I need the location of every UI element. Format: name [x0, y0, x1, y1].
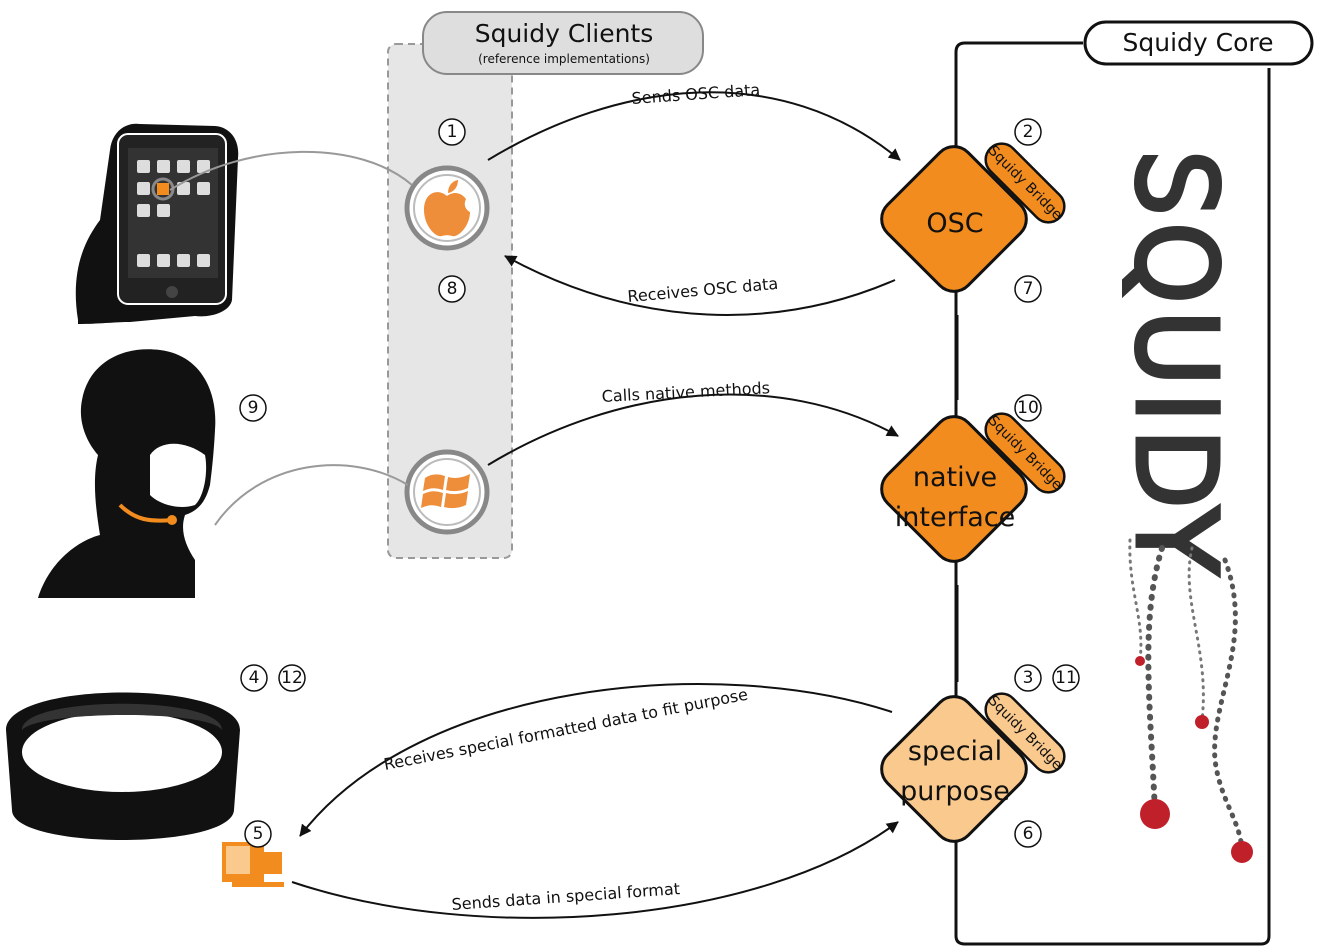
step-11: 11	[1055, 668, 1077, 688]
arrow-calls-native	[487, 393, 899, 466]
step-10: 10	[1017, 398, 1039, 418]
step-4: 4	[249, 668, 260, 688]
special-diamond	[880, 695, 1028, 843]
person-connector-line	[214, 464, 409, 526]
label-sends-special: Sends data in special format	[451, 879, 681, 914]
red-dot-large	[1140, 799, 1170, 829]
native-diamond	[880, 415, 1028, 563]
red-dot-medium	[1231, 841, 1253, 863]
clients-subtitle: (reference implementations)	[478, 52, 650, 66]
windows-client	[404, 449, 490, 535]
osc-label: OSC	[926, 208, 983, 239]
red-dot-small	[1195, 715, 1209, 729]
windows-icon	[421, 474, 470, 509]
step-9: 9	[248, 398, 259, 418]
core-title: Squidy Core	[1122, 28, 1273, 57]
red-dot-tiny	[1135, 656, 1145, 666]
osc-diamond	[880, 145, 1028, 293]
special-purpose-node: Squidy Bridge special purpose	[880, 692, 1066, 843]
core-title-tab: Squidy Core	[1083, 20, 1314, 66]
apple-client	[404, 165, 490, 251]
step-6: 6	[1023, 824, 1034, 844]
native-interface-node: Squidy Bridge native interface	[880, 412, 1066, 563]
phone-in-hand-icon	[75, 123, 239, 324]
clients-title-tab: Squidy Clients (reference implementation…	[422, 11, 704, 75]
step-8: 8	[447, 279, 458, 299]
phone-connector-line	[169, 150, 413, 191]
armband-icon	[6, 692, 240, 840]
clients-panel: Squidy Clients (reference implementation…	[387, 11, 704, 559]
label-calls-native: Calls native methods	[601, 378, 770, 406]
computer-icon	[222, 842, 284, 887]
step-markers	[239, 118, 1080, 848]
label-receives-special: Receives special formatted data to fit p…	[382, 685, 749, 774]
special-label-line1: special	[908, 736, 1002, 767]
osc-node: Squidy Bridge OSC	[880, 142, 1066, 293]
step-2: 2	[1023, 122, 1034, 142]
step-7: 7	[1023, 279, 1034, 299]
arrows	[291, 91, 901, 919]
person-with-headset-icon	[38, 349, 216, 598]
label-receives-osc: Receives OSC data	[627, 274, 779, 306]
step-1: 1	[447, 122, 458, 142]
special-label-line2: purpose	[900, 776, 1010, 807]
squidy-watermark: SQUIDY	[1115, 150, 1237, 579]
step-5: 5	[253, 824, 264, 844]
label-sends-osc: Sends OSC data	[631, 80, 761, 108]
tentacle-dots-decoration	[1128, 538, 1253, 863]
apple-icon	[424, 180, 470, 237]
core-panel: Squidy Core SQUIDY	[954, 20, 1314, 946]
step-12: 12	[281, 668, 303, 688]
native-label-line1: native	[913, 462, 997, 493]
step-3: 3	[1023, 668, 1034, 688]
clients-title: Squidy Clients	[475, 19, 654, 48]
native-label-line2: interface	[895, 502, 1015, 533]
